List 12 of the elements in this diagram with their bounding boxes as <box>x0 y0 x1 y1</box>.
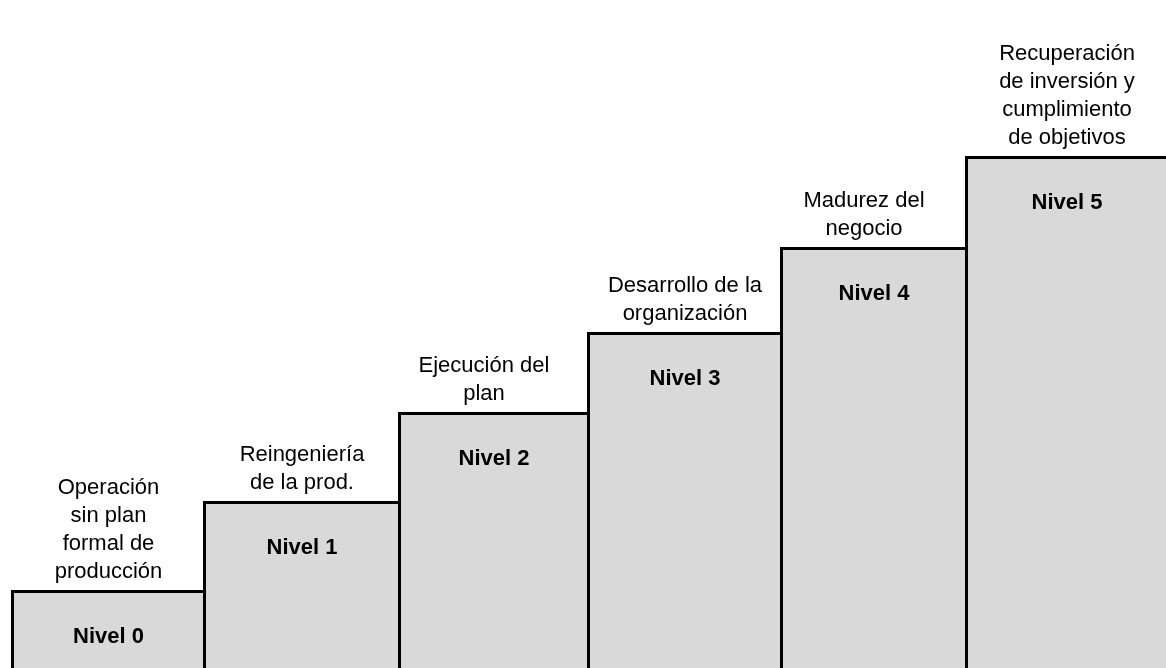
level-label: Nivel 1 <box>265 534 339 560</box>
step-heading: Ejecución del plan <box>417 351 551 407</box>
step-heading: Operación sin plan formal de producción <box>53 473 164 585</box>
step-heading: Recuperación de inversión y cumplimiento de objetivos <box>998 39 1136 151</box>
level-label: Nivel 4 <box>837 280 911 306</box>
step-heading: Desarrollo de la organización <box>606 271 764 327</box>
step-heading: Reingeniería de la prod. <box>238 440 366 496</box>
level-label: Nivel 0 <box>72 623 145 649</box>
level-label: Nivel 5 <box>1030 189 1104 215</box>
step-heading: Madurez del negocio <box>802 186 926 242</box>
level-label: Nivel 3 <box>648 365 722 391</box>
level-label: Nivel 2 <box>457 445 531 471</box>
